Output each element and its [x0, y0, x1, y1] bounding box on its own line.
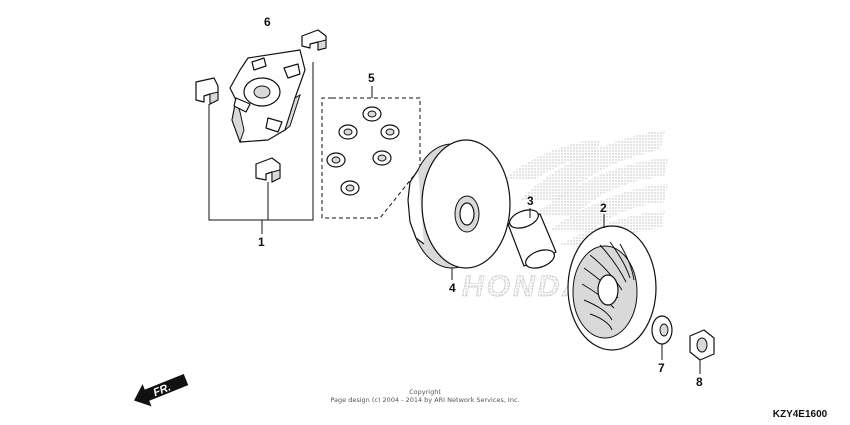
weight-roller [340, 180, 360, 196]
callout-1: 1 [258, 235, 265, 249]
callout-4: 4 [449, 281, 456, 295]
callout-5: 5 [368, 71, 375, 85]
movable-drive-face-part-4[interactable] [407, 139, 511, 280]
copyright-line-1: Copyright [409, 388, 441, 396]
slider-clip-bottom[interactable] [255, 157, 281, 183]
drive-face-collar-part-3[interactable] [507, 206, 557, 271]
callout-7: 7 [658, 361, 665, 375]
callout-2: 2 [600, 201, 607, 215]
ramp-plate-part-6[interactable] [229, 49, 306, 144]
weight-roller [362, 106, 382, 122]
honda-wing-watermark: HONDA [462, 130, 668, 303]
copyright-line-2: Page design (c) 2004 - 2014 by ARI Netwo… [330, 396, 519, 404]
slider-clip-left[interactable] [195, 77, 219, 105]
callout-3: 3 [527, 194, 534, 208]
nut-part-8[interactable] [689, 329, 715, 374]
front-direction-arrow: FR. [134, 373, 189, 407]
drive-face-fan-part-2[interactable] [567, 214, 657, 351]
callout-6: 6 [264, 15, 271, 29]
weight-roller-set-part-5[interactable] [321, 86, 421, 219]
callout-8: 8 [696, 375, 703, 389]
weight-roller [380, 124, 400, 140]
diagram-code: KZY4E1600 [773, 409, 828, 420]
washer-part-7[interactable] [651, 315, 673, 360]
part-1-bracket-lines [208, 62, 314, 234]
weight-roller [372, 150, 392, 166]
weight-roller [326, 152, 346, 168]
weight-roller [338, 124, 358, 140]
honda-watermark-text: HONDA [462, 270, 587, 303]
slider-clip-top-right[interactable] [301, 29, 327, 51]
